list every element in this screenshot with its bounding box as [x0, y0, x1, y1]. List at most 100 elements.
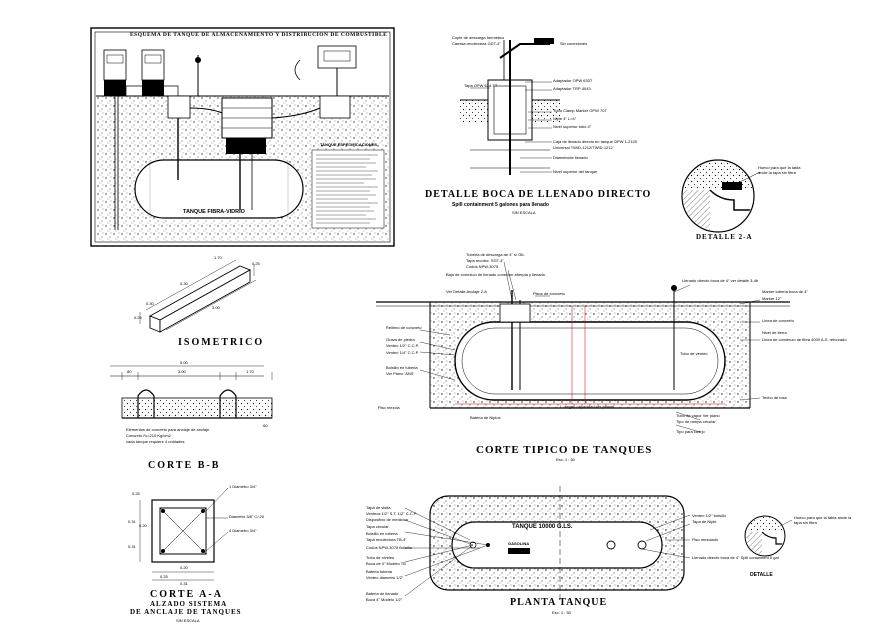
planta-left-callout: Tapa recolectora TB-4" [366, 537, 407, 542]
tipico-right-callout: Tubo de vapor Ver plano [676, 413, 720, 418]
tipico-left-callout: Bateria de Niplos [470, 415, 501, 420]
boca-callout: Cople de descarga hermetico [452, 35, 505, 40]
iso-dim: 0.25 [252, 261, 260, 266]
isometrico-title: ISOMETRICO [178, 337, 265, 348]
tipico-left-callout: Bolsillo en tuberia [386, 365, 418, 370]
esquema-panel [90, 27, 395, 247]
planta-right-callout: Tapa de Niple [692, 519, 717, 524]
esquema-title: ESQUEMA DE TANQUE DE ALMACENAMIENTO Y DI… [130, 32, 388, 38]
isometrico-drawing [139, 259, 257, 333]
bb-note: Concreto f'c=210 Kg/cm2 [126, 433, 171, 438]
tipico-right-callout: Tubo de venteo [680, 351, 708, 356]
planta-tank-label: TANQUE 10000 G.LS. [512, 524, 573, 530]
tipico-right-callout: Tipo para cudrjo [676, 429, 705, 434]
boca-callout: Camisa recolectora GDT-4" [452, 41, 501, 46]
boca-callout: Adaptador TRP-4043 [553, 86, 591, 91]
boca-callout: Nivel superior del tanque [553, 169, 598, 174]
boca-callout: Adaptador OPW 633T [553, 78, 593, 83]
planta-right-callout: Llenado directo boca de 4" Spill contaim… [692, 555, 779, 560]
aa-dim: 0.20 [180, 565, 188, 570]
tipico-right-callout: Marker 12" [762, 296, 782, 301]
iso-dim: 0.30 [146, 301, 154, 306]
aa-dim: 0.31 [180, 581, 188, 586]
corte-aa-subtitle-2: DE ANCLAJE DE TANQUES [130, 608, 242, 616]
boca-callout: Tubo Clamp Marker OPW 707 [553, 108, 607, 113]
corte-bb-drawing [110, 365, 273, 419]
corte-bb-title: CORTE B-B [148, 460, 221, 471]
planta-tag: GASOLINA [508, 541, 530, 546]
boca-callout: Tapa OPW 634-TT [464, 83, 498, 88]
corte-tipico-drawing [376, 261, 790, 433]
bb-note: cada tanque requiere 4 unidades [126, 439, 185, 444]
tipico-left-callout: Venteo 1/2" C.C.P. [386, 343, 419, 348]
tipico-left-callout: Ver Plano 'ANS' [386, 371, 415, 376]
corte-aa-scale: SIN ESCALA [176, 618, 200, 623]
aa-callout: 1 Diametro 3/4" [229, 484, 257, 489]
tipico-top-callout: Pisos de concreto [533, 291, 565, 296]
aa-callout: 4 Diametro 3/4" [229, 528, 257, 533]
aa-dim: 0.31 [128, 544, 136, 549]
tipico-right-callout: Linea de comienzo de fibra 4000 A.S. ref… [762, 337, 847, 342]
bb-dim: .60 [262, 423, 268, 428]
aa-dim: 0.25 [160, 574, 168, 579]
boca-callout: Universal TWID-1212/TWID-1212 [553, 145, 613, 150]
tipico-length-label: L. segun capacidad ver planos [560, 404, 615, 409]
tipico-left-callout: Piso mezcla [378, 405, 400, 410]
boca-callout: Niple 4" L=4" [553, 116, 577, 121]
planta-left-callout: Codos NPW-3075 Bolsillo [366, 545, 412, 550]
planta-right-callout: Venteo 1/2" bolsillo [692, 513, 726, 518]
tipico-right-callout: Tipo de rampa circular [676, 419, 716, 424]
bb-dim: .80 [126, 369, 132, 374]
boca-callout: Diametrode llenado [553, 155, 588, 160]
boca-callout: Caja de llenado directo en tanque OPW 1-… [553, 139, 638, 144]
tipico-right-callout: Techo de losa [762, 395, 787, 400]
planta-left-callout: Bateria de llenado [366, 591, 399, 596]
planta-left-callout: Venteo diametro 1/2" [366, 575, 404, 580]
tipico-top-callout: Ver Detalle Anclaje 2-A [446, 289, 487, 294]
planta-left-callout: Boca de 4" Modelo TB [366, 561, 406, 566]
detalle-boca-drawing [460, 38, 560, 175]
tipico-top-callout: Tapa recolec. SGT-4" [466, 258, 504, 263]
planta-left-callout: Bateria tuberia [366, 569, 393, 574]
corte-tipico-scale: Esc. 1 : 50 [556, 457, 575, 462]
planta-left-callout: Boca 4" Modelo 1/2" [366, 597, 403, 602]
boca-callout: Sin conexiones [560, 41, 588, 46]
tipico-left-callout: Relleno de concreto [386, 325, 422, 330]
bb-dim: 3.00 [178, 369, 186, 374]
detalle-boca-subtitle: Spill containment 5 galones para llenado [452, 202, 549, 208]
planta-tanque-scale: Esc. 1 : 50 [552, 610, 571, 615]
tipico-top-callout: Tuberia de descarga de 4" s/ GIL [466, 252, 525, 257]
tipico-top-callout: Bajo de conexion de llenado conexion ahe… [446, 272, 545, 277]
schedule-text: TANQUE ESPECIFICACIONES [320, 142, 378, 147]
planta-left-callout: Tapa circular [366, 524, 389, 529]
iso-dim: 0.30 [180, 281, 188, 286]
planta-left-callout: Venteos 1/2" S.T. 1/2" C.C.P. [366, 511, 418, 516]
detalle-boca-title: DETALLE BOCA DE LLENADO DIRECTO [425, 189, 652, 200]
aa-dim: 0.31 [128, 519, 136, 524]
detalle-small-drawing [744, 515, 793, 557]
aa-callout: Diametro 3/8" C/.20 [229, 514, 264, 519]
detalle-boca-scale: SIN ESCALA [512, 210, 536, 215]
tipico-right-callout: Marker tuberia boca de 4" [762, 289, 808, 294]
planta-left-callout: Bolsillo en tuberia [366, 531, 398, 536]
detalle-small-note: Hueco para que la tabla ancle la tapa si… [794, 515, 852, 525]
planta-left-callout: Tapa de visita [366, 505, 391, 510]
planta-tanque-drawing [404, 486, 691, 600]
tipico-left-callout: Grava de piedra [386, 337, 415, 342]
aa-dim: 0.20 [139, 523, 147, 528]
detalle-2a-note: Hueco para que la tabla [758, 165, 801, 170]
tipico-right-callout: Linea de concreto [762, 318, 794, 323]
iso-dim: 1.70 [214, 255, 222, 260]
planta-left-callout: Tubo de niveles [366, 555, 395, 560]
detalle-small-title: DETALLE [750, 572, 773, 578]
bb-dim: 5.00 [180, 360, 188, 365]
iso-dim: 3.00 [212, 305, 220, 310]
planta-right-callout: Piso mezclado [692, 537, 719, 542]
planta-left-callout: Dispositivo de medicion [366, 517, 409, 522]
tipico-right-callout: Nivel de tierra [762, 330, 787, 335]
detalle-2a-note: ancle la tapa sin fibra [758, 170, 796, 175]
corte-aa-drawing [139, 487, 229, 581]
corte-aa-title: CORTE A-A [150, 589, 223, 600]
